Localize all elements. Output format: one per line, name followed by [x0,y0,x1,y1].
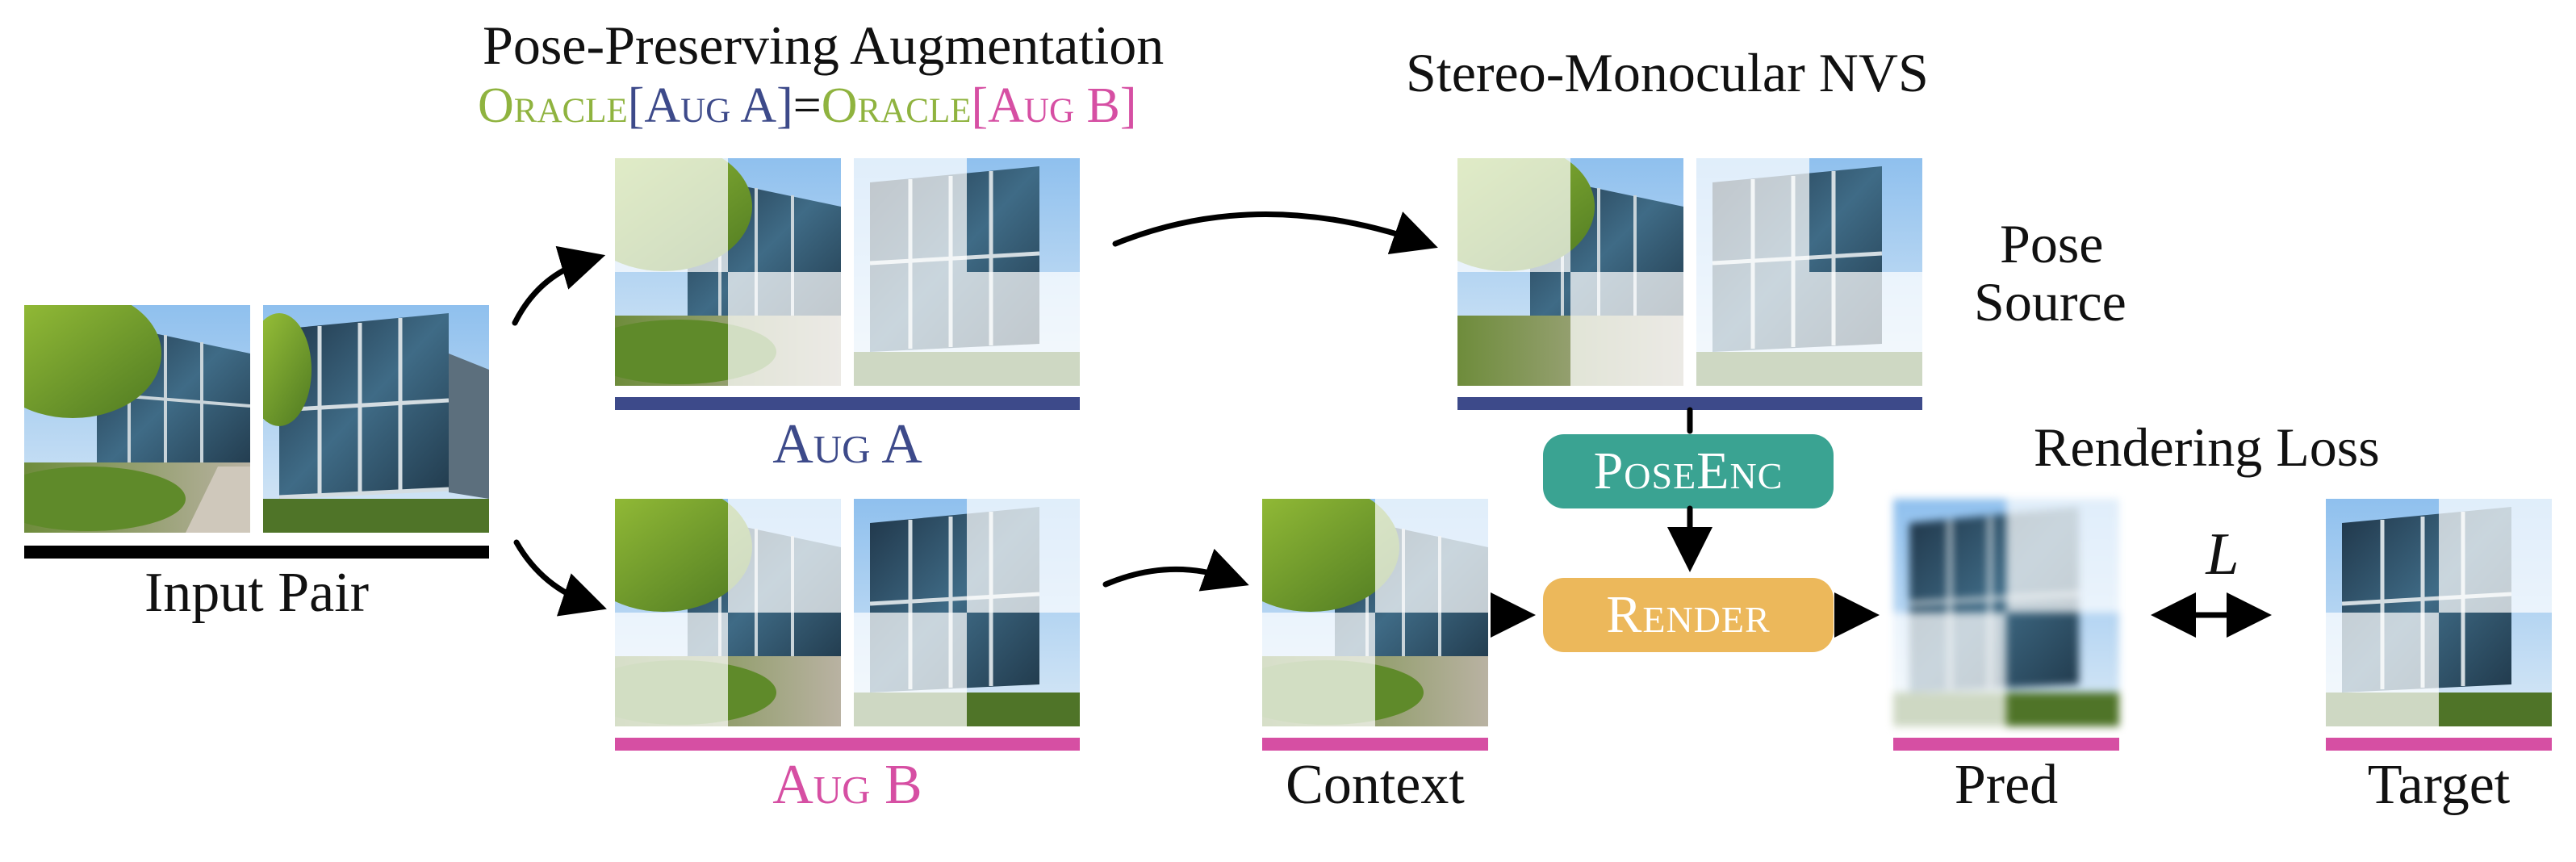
mask-patch [1570,272,1683,386]
pose-source-image-left [1457,158,1683,386]
pose-source-line1: Pose [2000,213,2104,274]
input-image-right [263,305,489,533]
nvs-title: Stereo-Monocular NVS [1406,42,1929,103]
mask-patch [967,272,1080,386]
target-label: Target [2367,754,2511,816]
arrow-input-to-aug-a [512,245,606,326]
aug-b-bar [615,738,1080,751]
mask-patch [2439,499,2552,613]
mask-patch [728,272,841,386]
loss-symbol: L [2206,521,2239,588]
mask-patch [1457,158,1570,272]
mask-patch [1893,613,2006,726]
mask-patch [1809,272,1922,386]
pose-source-image-right [1696,158,1922,386]
aug-a-label-eq: Aug A [644,78,777,133]
target-image [2326,499,2552,726]
pred-image [1893,499,2119,726]
bracket-close-2: ] [1119,78,1137,133]
rendering-loss-title: Rendering Loss [2034,416,2380,478]
mask-patch [728,499,841,613]
oracle-label-1: Oracle [478,78,628,133]
bracket-open-1: [ [627,78,645,133]
context-bar [1262,738,1488,751]
aug-a-bar [615,397,1080,410]
aug-b-label: Aug B [772,754,922,816]
input-pair-label: Input Pair [144,562,370,624]
render-box: Render [1543,578,1834,652]
mask-patch [1696,158,1809,386]
aug-a-image-left [615,158,841,386]
augmentation-title: Pose-Preserving Augmentation [483,15,1165,76]
pose-enc-box: PoseEnc [1543,434,1834,508]
aug-a-label: Aug A [772,413,922,475]
mask-patch [854,613,967,726]
arrow-aug-a-to-pose-source [1112,211,1438,255]
arrow-input-to-aug-b [513,539,607,617]
pred-bar [1893,738,2119,751]
mask-patch [1262,613,1375,726]
mask-patch [2006,499,2119,613]
equals-sign: = [792,78,822,133]
target-bar [2326,738,2552,751]
pose-source-line2: Source [1974,271,2126,333]
mask-patch [615,613,728,726]
input-image-left [24,305,250,533]
mask-patch [854,158,967,386]
mask-patch [967,499,1080,613]
bracket-close-1: ] [776,78,793,133]
mask-patch [2326,613,2439,726]
oracle-equation: Oracle[Aug A]=Oracle[Aug B] [478,81,1137,131]
bracket-open-2: [ [971,78,989,133]
input-pair-bar [24,546,489,559]
aug-a-image-right [854,158,1080,386]
mask-patch [615,158,728,272]
aug-b-image-left [615,499,841,726]
arrow-aug-b-to-context [1102,548,1249,592]
mask-patch [1375,499,1488,613]
pred-label: Pred [1954,754,2059,816]
context-label: Context [1286,754,1465,816]
pose-source-bar [1457,397,1922,410]
aug-b-label-eq: Aug B [988,78,1120,133]
oracle-label-2: Oracle [821,78,972,133]
aug-b-image-right [854,499,1080,726]
context-image [1262,499,1488,726]
